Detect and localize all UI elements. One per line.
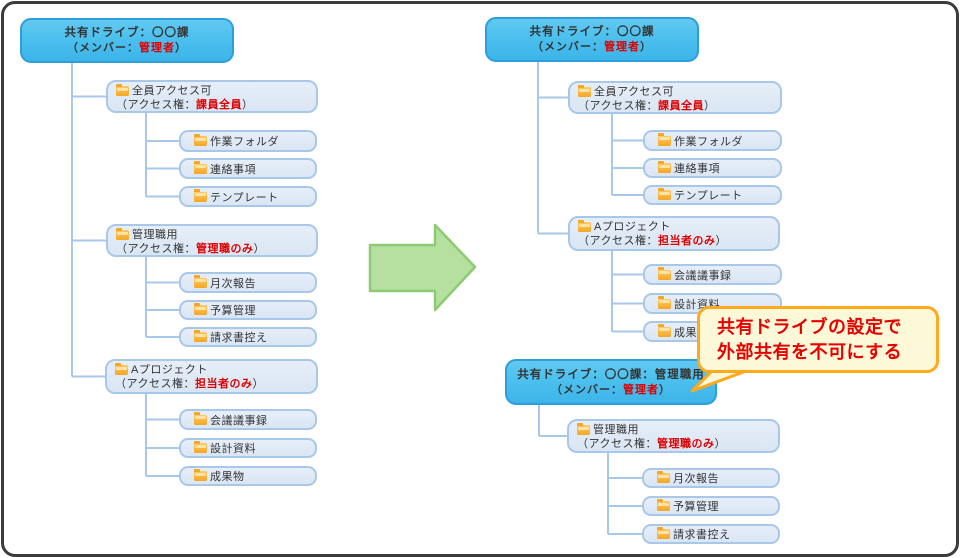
folder-box: 予算管理 [179, 300, 317, 320]
folder-group-box: Aプロジェクト （アクセス権：担当者のみ） [568, 216, 780, 251]
drive-title: 共有ドライブ：〇〇課：管理職用 [517, 368, 705, 381]
folder-box: 連絡事項 [643, 158, 782, 178]
folder-group-box: 全員アクセス可 （アクセス権：課員全員） [106, 80, 318, 113]
folder-icon [577, 422, 590, 435]
folder-icon [658, 160, 671, 173]
folder-icon [658, 296, 671, 309]
folder-box: 成果物 [179, 466, 317, 486]
drive-title: 共有ドライブ：〇〇課 [64, 27, 190, 39]
folder-icon [657, 470, 670, 483]
callout-line: 共有ドライブの設定で [717, 316, 902, 337]
shared-drive-box-managers: 共有ドライブ：〇〇課：管理職用 （メンバー：管理者） [505, 359, 717, 405]
folder-box: 作業フォルダ [643, 130, 782, 151]
folder-icon [578, 84, 591, 97]
folder-icon [194, 302, 207, 315]
callout-line: 外部共有を不可にする [717, 341, 903, 362]
folder-icon [194, 329, 207, 342]
folder-icon [578, 219, 591, 232]
drive-member: （メンバー：管理者） [532, 41, 652, 53]
folder-icon [194, 468, 207, 481]
callout: 共有ドライブの設定で 外部共有を不可にする [697, 306, 939, 373]
folder-icon [658, 133, 671, 146]
folder-icon [194, 189, 207, 202]
folder-group-box: 管理職用 （アクセス権：管理職のみ） [106, 224, 318, 257]
folder-box: 連絡事項 [179, 158, 317, 179]
folder-box: 月次報告 [642, 468, 780, 488]
folder-group-box: Aプロジェクト （アクセス権：担当者のみ） [105, 359, 318, 394]
folder-icon [194, 275, 207, 288]
folder-icon [658, 267, 671, 280]
folder-icon [658, 187, 671, 200]
folder-box: 請求書控え [179, 327, 317, 347]
drive-member: （メンバー：管理者） [67, 42, 187, 54]
drive-title: 共有ドライブ：〇〇課 [529, 26, 655, 38]
folder-box: 請求書控え [642, 524, 780, 544]
folder-box: 会議議事録 [179, 409, 317, 430]
drive-member: （メンバー：管理者） [551, 383, 671, 396]
folder-box: 設計資料 [179, 438, 317, 458]
folder-icon [194, 161, 207, 174]
folder-box: 月次報告 [179, 272, 317, 293]
folder-box: テンプレート [179, 186, 317, 207]
shared-drive-box-left: 共有ドライブ：〇〇課 （メンバー：管理者） [20, 18, 234, 63]
folder-icon [194, 440, 207, 453]
folder-group-box: 管理職用 （アクセス権：管理職のみ） [567, 419, 780, 453]
folder-box: 予算管理 [642, 496, 780, 516]
folder-icon [194, 133, 207, 146]
folder-icon [194, 412, 207, 425]
folder-box: テンプレート [643, 185, 782, 205]
folder-box: 会議議事録 [643, 264, 782, 285]
folder-box: 作業フォルダ [179, 130, 317, 152]
folder-icon [115, 362, 128, 375]
shared-drive-box-right: 共有ドライブ：〇〇課 （メンバー：管理者） [485, 17, 699, 62]
folder-icon [116, 83, 129, 96]
folder-icon [116, 227, 129, 240]
folder-icon [658, 324, 671, 337]
folder-icon [657, 526, 670, 539]
folder-icon [657, 498, 670, 511]
folder-group-box: 全員アクセス可 （アクセス権：課員全員） [568, 81, 782, 114]
